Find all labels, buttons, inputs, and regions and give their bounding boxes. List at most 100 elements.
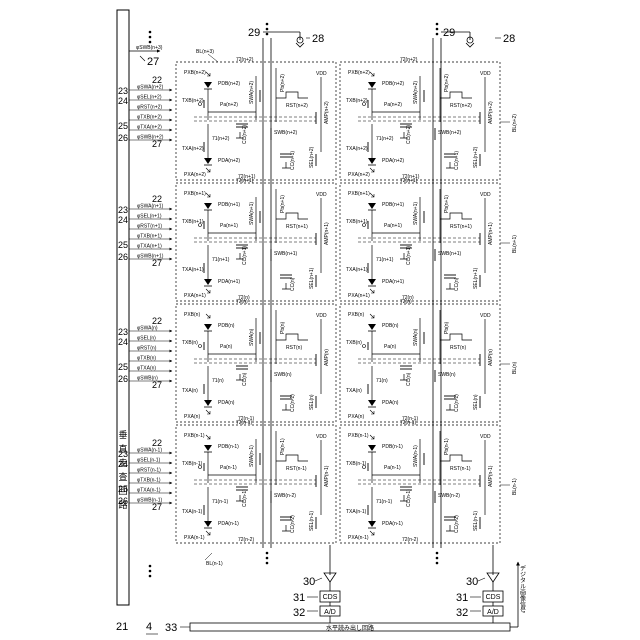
amp-label: AMP(n-1) (324, 465, 330, 487)
fd-label: 71(n-1) (212, 499, 228, 505)
signal-label: φRST(n+2) (137, 105, 162, 111)
swb-label: SWB(n+2) (274, 130, 298, 136)
cc-label: CC(n+1) (242, 246, 248, 265)
pb-label: Pb(n) (280, 321, 286, 334)
cc-lower-label: CC(n) (290, 277, 296, 291)
cc-lower-label: CC(n) (454, 277, 460, 291)
pda-label: PDA(n+1) (382, 279, 404, 285)
pb-label: Pb(n+2) (280, 74, 286, 92)
pda-label: PDA(n-1) (382, 521, 403, 527)
pxb-label: PXB(n-1) (348, 433, 369, 439)
sel-label: SEL(n+2) (309, 146, 315, 168)
signal-label: φTXB(n) (137, 356, 156, 362)
rst-label: RST(n-1) (450, 466, 471, 472)
ref-numeral: 26 (118, 496, 128, 506)
swa-label: SWA(n) (413, 328, 419, 346)
txb-label: TXB(n+2) (346, 98, 368, 104)
pxb-label: PXB(n) (184, 312, 200, 318)
amp-label: AMP(n-1) (488, 465, 494, 487)
pb-label: Pb(n-1) (280, 438, 286, 455)
ref-numeral: 26 (118, 133, 128, 143)
txb-label: TXB(n-1) (182, 461, 203, 467)
signal-label: φSEL(n+2) (137, 95, 162, 101)
bl-top-label: BL(n+3) (196, 49, 214, 55)
ref-numeral: 25 (118, 362, 128, 372)
pxa-label: PXA(n-1) (184, 535, 205, 541)
signal-label: φTXA(n+2) (137, 125, 162, 131)
pxb-label: PXB(n-1) (184, 433, 205, 439)
signal-label: φSWA(n-1) (137, 448, 162, 454)
swa-label: SWA(n) (249, 328, 255, 346)
cc-label: CC(n) (242, 372, 248, 386)
ref-numeral: 24 (118, 337, 128, 347)
ref-30-left: 30 (303, 576, 315, 588)
swb-label: SWB(n) (274, 372, 292, 378)
ref-21: 21 (116, 621, 128, 633)
txa-label: TXA(n-1) (182, 509, 203, 515)
pxa-label: PXA(n) (184, 414, 200, 420)
ad-label-left: A/D (324, 609, 336, 616)
vdd-label: VDD (480, 192, 491, 198)
ref-31-right: 31 (456, 592, 468, 604)
pxa-label: PXA(n+1) (348, 293, 370, 299)
cc-lower-label: CC(n-2) (454, 515, 460, 533)
pixel-cell: PXB(n)PDB(n)TXB(n)Pa(n)SWA(n)Pb(n)RST(n)… (340, 299, 518, 422)
txa-label: TXA(n) (182, 388, 198, 394)
pixel-cell-array: PXB(n+2)PDB(n+2)TXB(n+2)Pa(n+2)SWA(n+2)P… (176, 57, 518, 543)
pixel-cell: PXB(n-1)PDB(n-1)TXB(n-1)Pa(n-1)SWA(n-1)P… (340, 420, 518, 543)
pdb-label: PDB(n+2) (382, 81, 404, 87)
ref-numeral: 22 (152, 75, 162, 85)
pxb-label: PXB(n+1) (348, 191, 370, 197)
ref-28-right: 28 (503, 33, 515, 45)
rst-label: RST(n+2) (450, 103, 472, 109)
rst-label: RST(n+2) (286, 103, 308, 109)
pdb-label: PDB(n+2) (218, 81, 240, 87)
cc-label: CC(n-1) (242, 489, 248, 507)
amp-label: AMP(n) (324, 349, 330, 366)
wire72-top-label: 72(n-1) (400, 420, 416, 426)
signal-label: φSWA(n) (137, 326, 158, 332)
rst-label: RST(n+1) (450, 224, 472, 230)
pda-label: PDA(n+2) (218, 158, 240, 164)
ref-numeral: 22 (152, 316, 162, 326)
pxb-label: PXB(n+1) (184, 191, 206, 197)
pa-label: Pa(n+1) (220, 223, 238, 229)
txb-label: TXB(n-1) (346, 461, 367, 467)
pda-label: PDA(n) (382, 400, 399, 406)
pixel-cell: PXB(n+2)PDB(n+2)TXB(n+2)Pa(n+2)SWA(n+2)P… (340, 57, 518, 180)
ref-4: 4 (146, 621, 152, 633)
pb-label: Pb(n) (444, 321, 450, 334)
rst-label: RST(n+1) (286, 224, 308, 230)
txa-label: TXA(n+1) (182, 267, 204, 273)
cc-label: CC(n+1) (406, 246, 412, 265)
signal-label: φTXB(n+1) (137, 234, 162, 240)
sel-label: SEL(n-1) (309, 511, 315, 531)
pxa-label: PXA(n+2) (184, 172, 206, 178)
ref-numeral: 23 (118, 86, 128, 96)
ref-numeral: 27 (152, 502, 162, 512)
fd-label: 71(n+2) (212, 136, 230, 142)
cc-lower-label: CC(n-1) (454, 394, 460, 412)
cc-label: CC(n-1) (406, 489, 412, 507)
wire72-top-label: 72(n) (400, 299, 412, 305)
wire72-top-label: 72(n+1) (236, 178, 254, 184)
ref-28-left: 28 (312, 33, 324, 45)
pixel-cell: PXB(n+1)PDB(n+1)TXB(n+1)Pa(n+1)SWA(n+1)P… (340, 178, 518, 301)
pb-label: Pb(n+1) (280, 195, 286, 213)
ref-numeral: 22 (152, 194, 162, 204)
wire72-top-label: 72(n-1) (236, 420, 252, 426)
pixel-cell: PXB(n-1)PDB(n-1)TXB(n-1)Pa(n-1)SWA(n-1)P… (176, 420, 336, 543)
fd-label: 71(n+2) (376, 136, 394, 142)
pdb-label: PDB(n) (382, 323, 399, 329)
pa-label: Pa(n+2) (384, 102, 402, 108)
pb-label: Pb(n+2) (444, 74, 450, 92)
pixel-cell: PXB(n)PDB(n)TXB(n)Pa(n)SWA(n)Pb(n)RST(n)… (176, 299, 336, 422)
swa-label: SWA(n+1) (249, 202, 255, 225)
swb-label: SWB(n+2) (438, 130, 462, 136)
sel-label: SEL(n+1) (473, 267, 479, 289)
bl-bottom-label: BL(n-1) (206, 561, 223, 567)
signal-label: φRST(n) (137, 346, 157, 352)
pa-label: Pa(n) (220, 344, 233, 350)
pda-label: PDA(n+1) (218, 279, 240, 285)
pxb-label: PXB(n+2) (348, 70, 370, 76)
